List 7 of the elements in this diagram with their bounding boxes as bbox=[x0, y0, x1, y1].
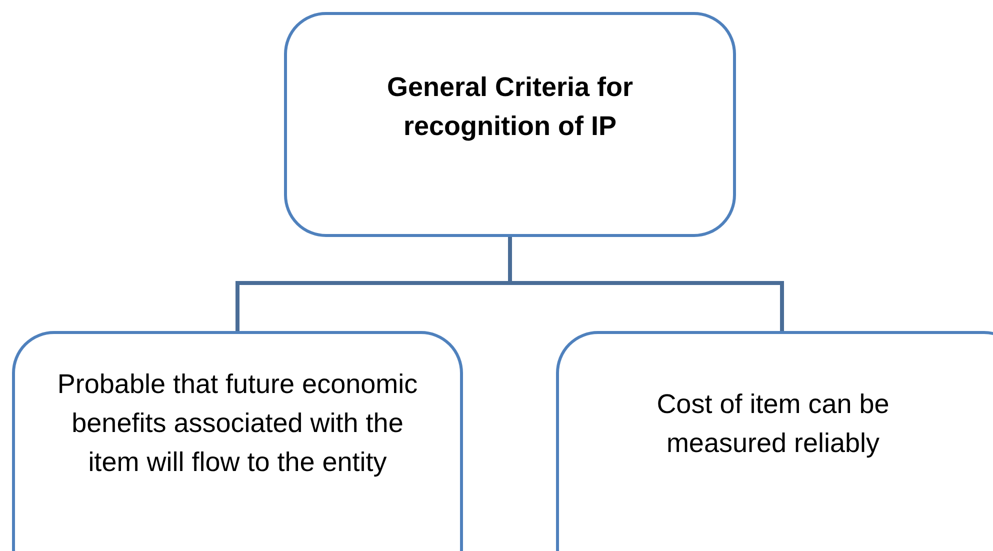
criterion-box bbox=[556, 331, 993, 551]
criteria-heading-box bbox=[284, 12, 736, 237]
heading-text: General Criteria for recognition of IP bbox=[386, 71, 634, 143]
criterion-text: Cost of item can be measured reliably bbox=[656, 388, 890, 460]
connector-line bbox=[508, 237, 784, 331]
criterion-box bbox=[12, 331, 463, 551]
criterion-text: Probable that future economic benefits associated with the item will flow to the entity bbox=[56, 368, 419, 479]
